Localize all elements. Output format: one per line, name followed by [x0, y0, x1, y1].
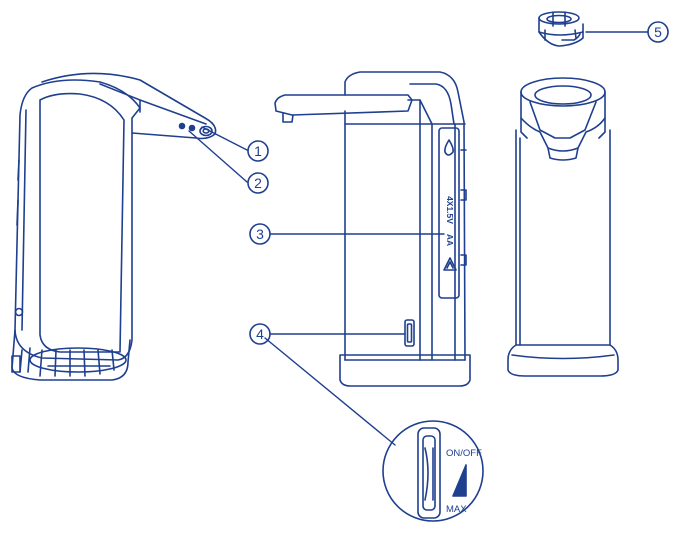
switch-on-off-label: ON/OFF: [446, 448, 482, 459]
callout-2-number: 2: [254, 175, 262, 191]
callout-2: 2: [247, 172, 269, 194]
switch-detail-circle: [382, 420, 484, 522]
callout-5-number: 5: [654, 24, 662, 40]
callout-1: 1: [247, 140, 269, 162]
battery-voltage-label: 4X1.5V: [445, 196, 455, 224]
callout-1-number: 1: [254, 143, 262, 159]
soap-bottle: [507, 77, 619, 377]
leader-lines: [188, 31, 649, 446]
callout-4: 4: [249, 323, 271, 345]
dispenser-rear-view: [274, 71, 471, 387]
switch-max-label: MAX: [446, 504, 467, 515]
bottle-cap: [538, 11, 584, 47]
battery-type-label: AA: [445, 234, 455, 246]
callout-3-number: 3: [256, 226, 264, 242]
callout-3: 3: [249, 223, 271, 245]
dispenser-side-view: [11, 72, 217, 381]
callout-5: 5: [647, 21, 669, 43]
callout-4-number: 4: [256, 326, 264, 342]
